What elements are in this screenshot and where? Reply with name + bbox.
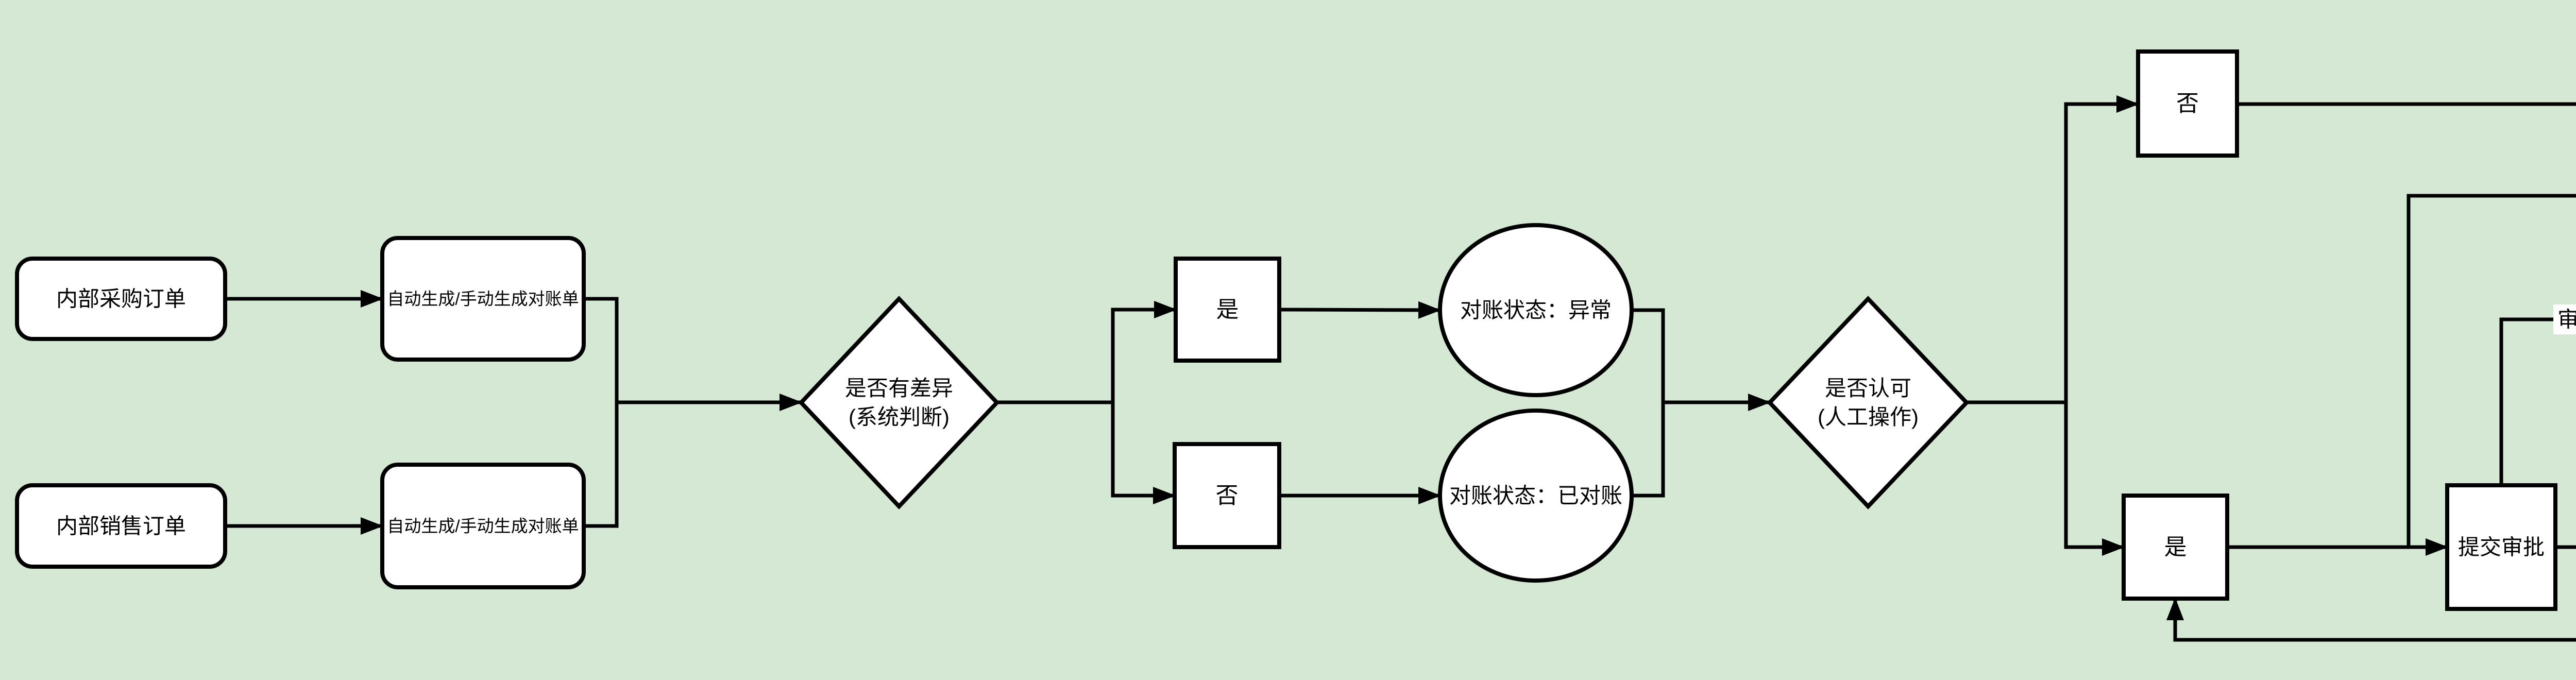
edge-diamond1-to-no1 <box>1111 402 1176 504</box>
node-yes-1: 是 <box>1174 257 1281 363</box>
no-1-label: 否 <box>1216 483 1239 508</box>
node-sales-order: 内部销售订单 <box>15 483 227 569</box>
node-gen-statement-bottom: 自动生成/手动生成对账单 <box>380 463 586 589</box>
node-no-1: 否 <box>1173 442 1281 549</box>
edge-gen-bottom-merge <box>584 402 619 528</box>
gen-statement-top-label: 自动生成/手动生成对账单 <box>387 290 579 309</box>
edge-redo-loop-to-submit <box>2406 194 2576 547</box>
purchase-order-shape[interactable] <box>15 257 227 341</box>
no-2-shape[interactable] <box>2136 49 2239 158</box>
node-has-difference: 是否有差异(系统判断) <box>798 296 1000 509</box>
edge-diamond2-to-yes2 <box>2064 402 2125 556</box>
edge-label-bg <box>2553 304 2576 334</box>
no-1-shape[interactable] <box>1173 442 1281 549</box>
node-is-accepted: 是否认可(人工操作) <box>1767 296 1970 509</box>
sales-order-shape[interactable] <box>15 483 227 569</box>
node-status-reconciled: 对账状态：已对账 <box>1438 409 1634 583</box>
status-abnormal-shape[interactable] <box>1438 223 1634 397</box>
gen-statement-bottom-shape[interactable] <box>380 463 586 589</box>
edge-diamond1-to-yes1 <box>997 301 1177 404</box>
gen-statement-bottom-label: 自动生成/手动生成对账单 <box>387 517 579 536</box>
node-status-abnormal: 对账状态：异常 <box>1438 223 1634 397</box>
node-layer: 内部采购订单内部销售订单自动生成/手动生成对账单自动生成/手动生成对账单是否有差… <box>15 49 2557 611</box>
gen-statement-top-shape[interactable] <box>380 236 586 362</box>
node-purchase-order: 内部采购订单 <box>15 257 227 341</box>
edge-label-layer: 审批驳回审批完成核对无差异或者认可差异后 <box>2553 304 2576 334</box>
status-reconciled-shape[interactable] <box>1438 409 1634 583</box>
has-difference-shape[interactable] <box>798 296 1000 509</box>
no-2-label: 否 <box>2176 91 2199 116</box>
is-accepted-shape[interactable] <box>1767 296 1970 509</box>
yes-1-label: 是 <box>1216 297 1239 322</box>
edge-submit-to-end <box>2555 545 2576 549</box>
edge-gen-top-to-diamond <box>584 297 802 411</box>
yes-2-shape[interactable] <box>2122 494 2229 601</box>
edge-submit-to-redo <box>2499 317 2576 485</box>
edge-abnormal-to-diamond2 <box>1632 308 1771 411</box>
node-submit-approval: 提交审批 <box>2445 483 2557 611</box>
status-reconciled-label: 对账状态：已对账 <box>1449 484 1622 508</box>
purchase-order-label: 内部采购订单 <box>56 287 186 311</box>
edge-label-submit-to-redo: 审批驳回 <box>2553 304 2576 334</box>
submit-approval-label: 提交审批 <box>2458 535 2545 559</box>
sales-order-label: 内部销售订单 <box>56 514 186 538</box>
node-no-2: 否 <box>2136 49 2239 158</box>
edge-diamond2-to-no2 <box>1967 95 2139 404</box>
submit-approval-shape[interactable] <box>2445 483 2557 611</box>
node-gen-statement-top: 自动生成/手动生成对账单 <box>380 236 586 362</box>
yes-1-shape[interactable] <box>1174 257 1281 363</box>
is-accepted-label: 是否认可(人工操作) <box>1818 376 1919 429</box>
status-abnormal-label: 对账状态：异常 <box>1460 298 1612 322</box>
edge-layer <box>225 95 2576 642</box>
edge-label-text: 审批驳回 <box>2557 308 2576 332</box>
has-difference-label: 是否有差异(系统判断) <box>845 376 953 429</box>
yes-2-label: 是 <box>2164 535 2187 560</box>
edge-recheck-to-yes2 <box>2166 598 2576 642</box>
node-yes-2: 是 <box>2122 494 2229 601</box>
edge-reconciled-merge <box>1632 402 1665 498</box>
